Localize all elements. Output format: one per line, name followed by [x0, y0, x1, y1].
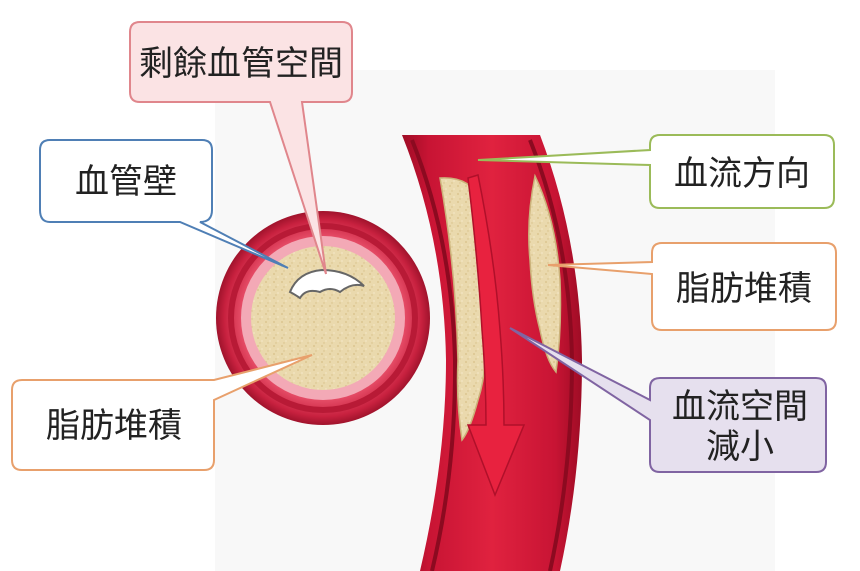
label-flow-space-line1: 血流空間 [672, 387, 808, 427]
vessel-cross-section [216, 211, 430, 425]
label-flow-space-line2: 減小 [706, 427, 774, 467]
label-vessel-wall: 血管壁 [75, 162, 177, 202]
label-flow-direction: 血流方向 [674, 154, 810, 194]
label-fat-left: 脂肪堆積 [46, 406, 182, 446]
label-remaining-space: 剩餘血管空間 [139, 44, 343, 84]
label-fat-right: 脂肪堆積 [676, 269, 812, 309]
